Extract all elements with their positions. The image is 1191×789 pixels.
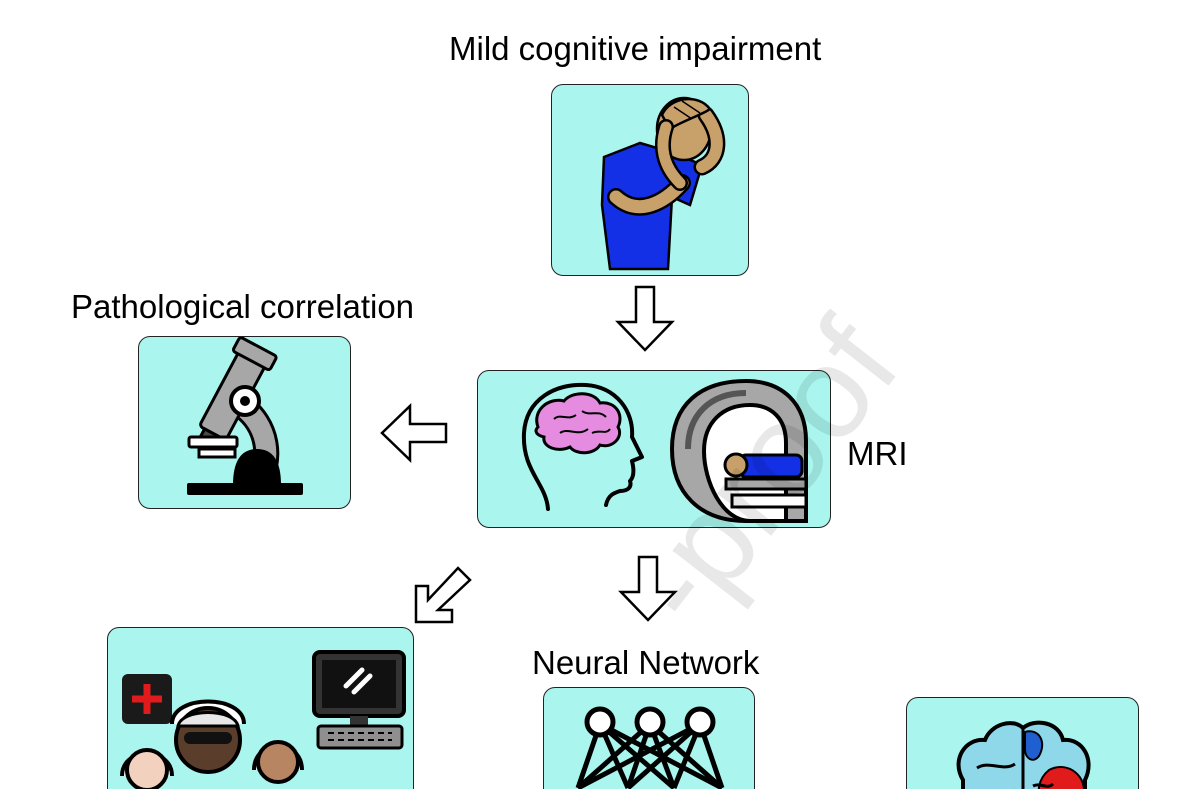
mri-scanner-icon	[669, 378, 808, 523]
neural-network-icon	[575, 706, 725, 789]
arrow-mri-to-pathology	[378, 402, 450, 464]
head-brain-icon	[521, 382, 644, 511]
arrow-mri-to-neural-network	[617, 554, 679, 624]
mri-label: MRI	[847, 435, 908, 472]
pathology-label: Pathological correlation	[71, 288, 415, 325]
person-holding-head-icon	[600, 96, 726, 271]
neural-network-panel	[543, 687, 755, 789]
neural-network-label: Neural Network	[532, 644, 760, 681]
pathology-panel	[138, 336, 351, 509]
mci-label: Mild cognitive impairment	[449, 30, 822, 67]
mci-panel	[551, 84, 749, 276]
brain-map-icon	[956, 720, 1091, 789]
brain-map-panel	[906, 697, 1139, 789]
clinicians-panel	[107, 627, 414, 789]
mri-panel	[477, 370, 831, 528]
arrow-mci-to-mri	[614, 284, 676, 354]
medical-team-icon	[120, 650, 406, 789]
arrow-mri-to-clinicians	[410, 564, 474, 626]
microscope-icon	[187, 337, 303, 495]
